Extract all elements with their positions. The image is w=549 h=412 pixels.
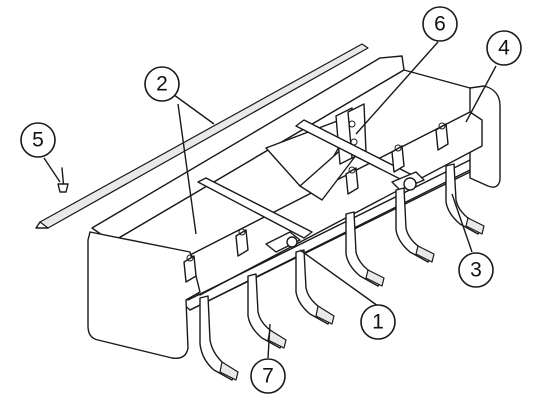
callout-5-label: 5 (32, 129, 44, 152)
shear-bolt-head (57, 183, 69, 193)
callout-7-circle (250, 358, 286, 394)
callout-6-label: 6 (434, 13, 446, 36)
left-end-plate (87, 231, 201, 359)
leader-lines (43, 41, 497, 359)
right-end-plate (469, 85, 501, 188)
callout-3-label: 3 (470, 259, 482, 282)
callout-6: 6 (422, 6, 458, 42)
callout-1: 1 (360, 304, 396, 340)
callout-1-circle (360, 304, 396, 340)
shank-clamps (183, 122, 449, 283)
callout-2: 2 (144, 66, 180, 102)
hitch-pin-left (286, 236, 298, 248)
callout-7-label: 7 (262, 365, 274, 388)
cutting-edge (187, 159, 471, 311)
callout-2-label: 2 (156, 73, 168, 96)
callout-6-circle (422, 6, 458, 42)
mast-pin-hole-top (348, 120, 356, 128)
callout-5: 5 (20, 122, 56, 158)
callout-3: 3 (458, 252, 494, 288)
callout-4-circle (486, 30, 522, 66)
hitch-cross-tube (197, 177, 313, 239)
callout-5-circle (20, 122, 56, 158)
callout-1-label: 1 (372, 311, 384, 334)
callout-4-label: 4 (498, 37, 510, 60)
callout-7: 7 (250, 358, 286, 394)
callout-4: 4 (486, 30, 522, 66)
long-cutting-blade (39, 43, 369, 229)
blade-tip (35, 221, 49, 229)
callout-3-circle (458, 252, 494, 288)
hitch-pin-right (403, 177, 417, 191)
ripper-shanks (199, 163, 485, 381)
callout-2-circle (144, 66, 180, 102)
